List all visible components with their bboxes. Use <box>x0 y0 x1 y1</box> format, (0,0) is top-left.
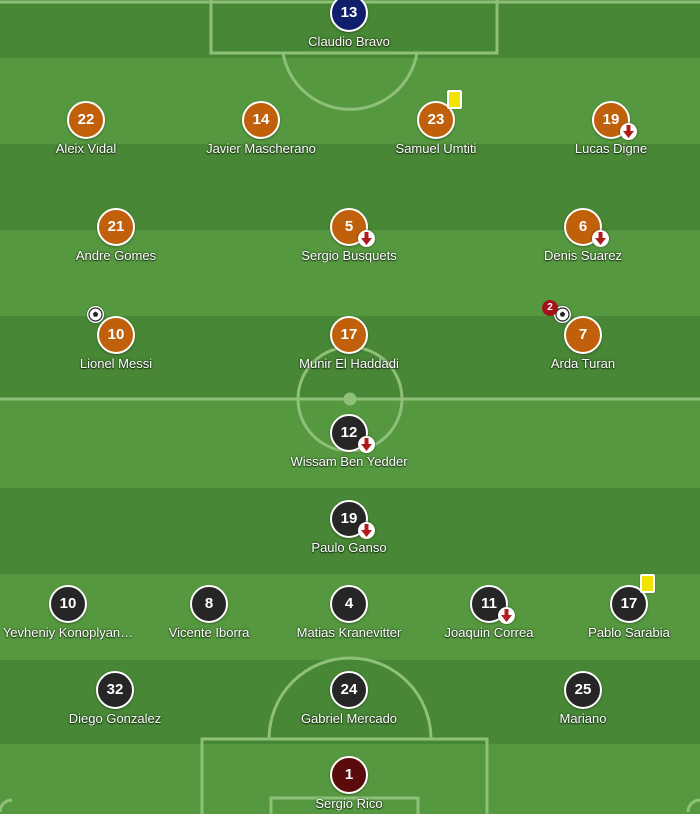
player-name: Paulo Ganso <box>311 540 387 555</box>
player-diego-gonzalez[interactable]: 32 Diego Gonzalez <box>40 671 190 731</box>
player-arda-turan[interactable]: 7 2 Arda Turan <box>508 300 658 376</box>
player-gabriel-mercado[interactable]: 24 Gabriel Mercado <box>274 671 424 731</box>
shirt-number-badge[interactable]: 24 <box>330 671 368 709</box>
football-icon <box>554 306 571 323</box>
player-lucas-digne[interactable]: 19 Lucas Digne <box>536 101 686 161</box>
shirt-number-badge[interactable]: 14 <box>242 101 280 139</box>
shirt-number-badge[interactable]: 25 <box>564 671 602 709</box>
player-samuel-umtiti[interactable]: 23 Samuel Umtiti <box>361 90 511 161</box>
yellow-card-icon <box>447 90 462 109</box>
player-name: Samuel Umtiti <box>395 141 477 156</box>
player-wissam-ben-yedder[interactable]: 12 Wissam Ben Yedder <box>274 414 424 474</box>
player-sergio-rico[interactable]: 1 Sergio Rico <box>274 756 424 814</box>
player-name: Pablo Sarabia <box>588 625 670 640</box>
player-aleix-vidal[interactable]: 22 Aleix Vidal <box>11 101 161 161</box>
sub-off-arrow-icon <box>592 230 609 247</box>
sub-off-arrow-icon <box>498 607 515 624</box>
player-name: Javier Mascherano <box>206 141 316 156</box>
player-name: Sergio Rico <box>315 796 383 811</box>
shirt-number-badge[interactable]: 22 <box>67 101 105 139</box>
shirt-number-badge[interactable]: 8 <box>190 585 228 623</box>
sub-off-arrow-icon <box>358 522 375 539</box>
player-sergio-busquets[interactable]: 5 Sergio Busquets <box>274 208 424 268</box>
player-lionel-messi[interactable]: 10 Lionel Messi <box>41 306 191 376</box>
shirt-number-badge[interactable]: 32 <box>96 671 134 709</box>
player-name: Wissam Ben Yedder <box>290 454 408 469</box>
player-name: Lionel Messi <box>79 356 153 371</box>
player-matias-kranevitter[interactable]: 4 Matias Kranevitter <box>274 585 424 645</box>
player-name: Diego Gonzalez <box>68 711 162 726</box>
football-icon <box>87 306 104 323</box>
player-name: Andre Gomes <box>75 248 157 263</box>
player-name: Aleix Vidal <box>55 141 117 156</box>
player-name: Claudio Bravo <box>308 34 390 49</box>
player-munir-el-haddadi[interactable]: 17 Munir El Haddadi <box>274 316 424 376</box>
player-mariano[interactable]: 25 Mariano <box>508 671 658 731</box>
player-paulo-ganso[interactable]: 19 Paulo Ganso <box>274 500 424 560</box>
sub-off-arrow-icon <box>358 436 375 453</box>
shirt-number-badge[interactable]: 13 <box>330 0 368 32</box>
shirt-number-badge[interactable]: 4 <box>330 585 368 623</box>
player-vicente-iborra[interactable]: 8 Vicente Iborra <box>134 585 284 645</box>
shirt-number-badge[interactable]: 7 <box>564 316 602 354</box>
sub-off-arrow-icon <box>620 123 637 140</box>
player-yevheniy-konoplyanka[interactable]: 10 Yevheniy Konoplyan… <box>0 585 143 645</box>
player-name: Denis Suarez <box>543 248 623 263</box>
player-claudio-bravo[interactable]: 13 Claudio Bravo <box>274 0 424 54</box>
player-name: Gabriel Mercado <box>300 711 398 726</box>
shirt-number-badge[interactable]: 12 <box>330 414 368 452</box>
player-name: Mariano <box>559 711 607 726</box>
pitch-stripe <box>0 58 700 144</box>
yellow-card-icon <box>640 574 655 593</box>
shirt-number-badge[interactable]: 10 <box>49 585 87 623</box>
goal-count-badge: 2 <box>542 300 558 316</box>
player-javier-mascherano[interactable]: 14 Javier Mascherano <box>186 101 336 161</box>
player-name: Lucas Digne <box>574 141 648 156</box>
player-name: Arda Turan <box>550 356 616 371</box>
player-pablo-sarabia[interactable]: 17 Pablo Sarabia <box>554 574 700 645</box>
shirt-number-badge[interactable]: 17 <box>330 316 368 354</box>
shirt-number-badge[interactable]: 1 <box>330 756 368 794</box>
player-name: Sergio Busquets <box>301 248 397 263</box>
sub-off-arrow-icon <box>358 230 375 247</box>
player-joaquin-correa[interactable]: 11 Joaquin Correa <box>414 585 564 645</box>
player-denis-suarez[interactable]: 6 Denis Suarez <box>508 208 658 268</box>
shirt-number-badge[interactable]: 10 <box>97 316 135 354</box>
shirt-number-badge[interactable]: 6 <box>564 208 602 246</box>
player-andre-gomes[interactable]: 21 Andre Gomes <box>41 208 191 268</box>
player-name: Munir El Haddadi <box>299 356 399 371</box>
shirt-number-badge[interactable]: 21 <box>97 208 135 246</box>
